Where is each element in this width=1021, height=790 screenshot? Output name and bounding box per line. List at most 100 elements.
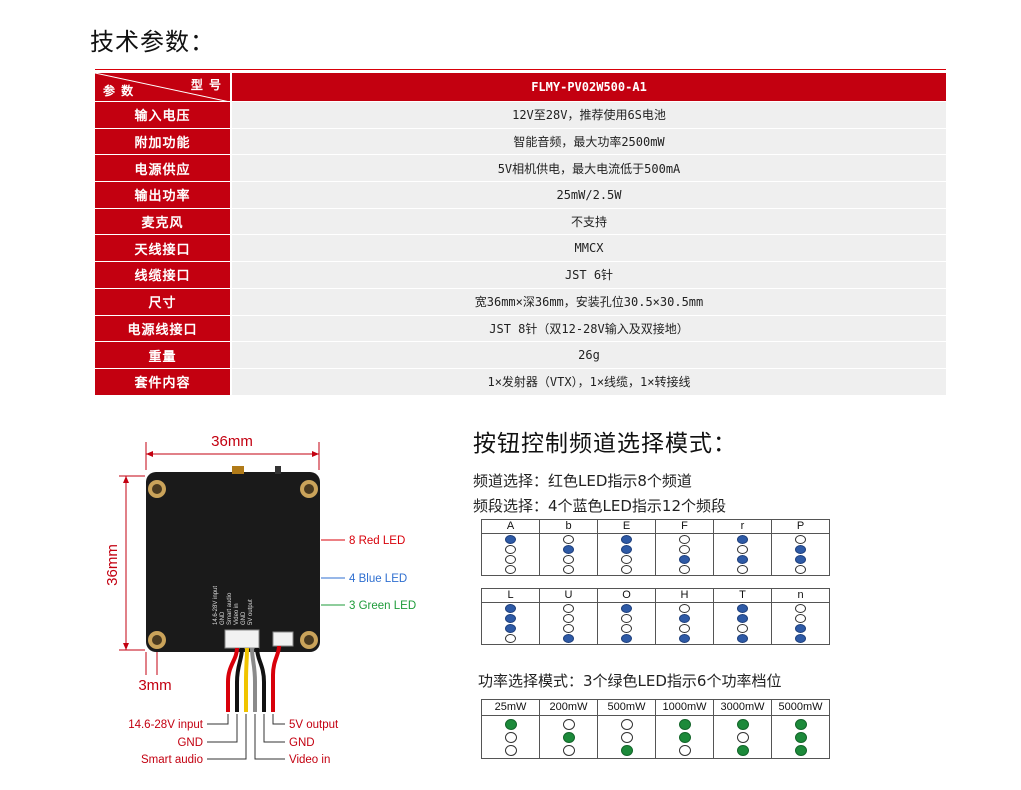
- green-led-callout: 3 Green LED: [349, 600, 416, 612]
- led-column-label: 3000mW: [713, 699, 772, 716]
- led-column: [655, 602, 714, 645]
- led-off-icon: [504, 745, 517, 756]
- led-off-icon: [562, 745, 575, 756]
- led-column: [655, 533, 714, 576]
- wire-label-smart-audio: Smart audio: [141, 754, 203, 766]
- led-on-icon: [795, 634, 806, 643]
- led-off-icon: [679, 624, 690, 633]
- led-column: [481, 602, 540, 645]
- spec-key: 套件内容: [95, 368, 230, 395]
- blue-led-callout: 4 Blue LED: [349, 573, 407, 585]
- spec-header-row: 型 号 参 数 FLMY-PV02W500-A1: [95, 73, 946, 102]
- led-off-icon: [505, 565, 516, 574]
- spec-key: 尺寸: [95, 288, 230, 315]
- wire-label-5v-output: 5V output: [289, 719, 339, 731]
- spec-value: 12V至28V，推荐使用6S电池: [232, 102, 946, 128]
- led-on-icon: [562, 732, 575, 743]
- led-on-icon: [679, 555, 690, 564]
- led-on-icon: [563, 634, 574, 643]
- led-on-icon: [794, 732, 807, 743]
- width-dimension-label: 36mm: [211, 433, 253, 450]
- led-off-icon: [621, 565, 632, 574]
- led-column: [771, 533, 830, 576]
- led-off-icon: [795, 565, 806, 574]
- led-off-icon: [621, 555, 632, 564]
- wire-label-video-in: Video in: [289, 754, 330, 766]
- led-on-icon: [737, 614, 748, 623]
- led-on-icon: [737, 634, 748, 643]
- led-off-icon: [505, 634, 516, 643]
- led-on-icon: [621, 634, 632, 643]
- led-off-icon: [562, 719, 575, 730]
- spec-row: 麦克风不支持: [95, 208, 946, 236]
- led-off-icon: [679, 604, 690, 613]
- band-select-line: 频段选择：4个蓝色LED指示12个频段: [473, 497, 727, 515]
- channel-select-line: 频道选择：红色LED指示8个频道: [473, 472, 692, 490]
- spec-key: 输出功率: [95, 182, 230, 208]
- led-off-icon: [736, 732, 749, 743]
- led-column-label: H: [655, 588, 714, 603]
- red-led-callout: 8 Red LED: [349, 535, 405, 547]
- spec-key: 电源供应: [95, 155, 230, 182]
- led-off-icon: [505, 545, 516, 554]
- led-column: [771, 715, 830, 759]
- spec-value: JST 6针: [232, 262, 946, 288]
- silkscreen-label: 14.6-28V input: [213, 586, 219, 625]
- led-column-label: L: [481, 588, 540, 603]
- spec-value: 5V相机供电，最大电流低于500mA: [232, 155, 946, 182]
- silkscreen-label: 5V output: [248, 599, 254, 625]
- led-off-icon: [795, 614, 806, 623]
- led-off-icon: [563, 535, 574, 544]
- led-off-icon: [679, 535, 690, 544]
- height-dimension-label: 36mm: [104, 544, 121, 586]
- led-on-icon: [795, 555, 806, 564]
- led-column: [713, 533, 772, 576]
- led-column-label: U: [539, 588, 598, 603]
- led-on-icon: [505, 604, 516, 613]
- led-on-icon: [621, 535, 632, 544]
- led-on-icon: [736, 745, 749, 756]
- spec-key: 附加功能: [95, 128, 230, 155]
- wire-label-gnd-right: GND: [289, 737, 315, 749]
- silkscreen-label: Video in: [234, 603, 240, 625]
- led-column: [771, 602, 830, 645]
- led-on-icon: [736, 719, 749, 730]
- led-on-icon: [620, 745, 633, 756]
- led-off-icon: [563, 614, 574, 623]
- led-off-icon: [621, 624, 632, 633]
- led-column-label: 200mW: [539, 699, 598, 716]
- led-column-label: P: [771, 519, 830, 534]
- spec-row: 附加功能智能音频，最大功率2500mW: [95, 128, 946, 156]
- led-on-icon: [678, 732, 691, 743]
- led-column-label: E: [597, 519, 656, 534]
- offset-dimension-label: 3mm: [138, 677, 171, 694]
- led-off-icon: [737, 624, 748, 633]
- power-select-line: 功率选择模式：3个绿色LED指示6个功率档位: [478, 672, 782, 690]
- led-off-icon: [563, 604, 574, 613]
- spec-value: 智能音频，最大功率2500mW: [232, 128, 946, 155]
- led-column: [539, 533, 598, 576]
- silkscreen-label: GND: [241, 611, 247, 625]
- diagonal-divider: [95, 73, 230, 102]
- led-off-icon: [678, 745, 691, 756]
- led-on-icon: [795, 545, 806, 554]
- silkscreen-label: GND: [220, 611, 226, 625]
- led-column: [713, 602, 772, 645]
- spec-header-param-label: 参 数: [103, 84, 135, 98]
- led-column: [539, 602, 598, 645]
- led-on-icon: [737, 555, 748, 564]
- led-off-icon: [737, 545, 748, 554]
- led-off-icon: [620, 732, 633, 743]
- spec-key: 电源线接口: [95, 315, 230, 342]
- led-column: [481, 533, 540, 576]
- spec-row: 尺寸宽36mm×深36mm，安装孔位30.5×30.5mm: [95, 288, 946, 316]
- led-on-icon: [505, 535, 516, 544]
- led-column-label: 5000mW: [771, 699, 830, 716]
